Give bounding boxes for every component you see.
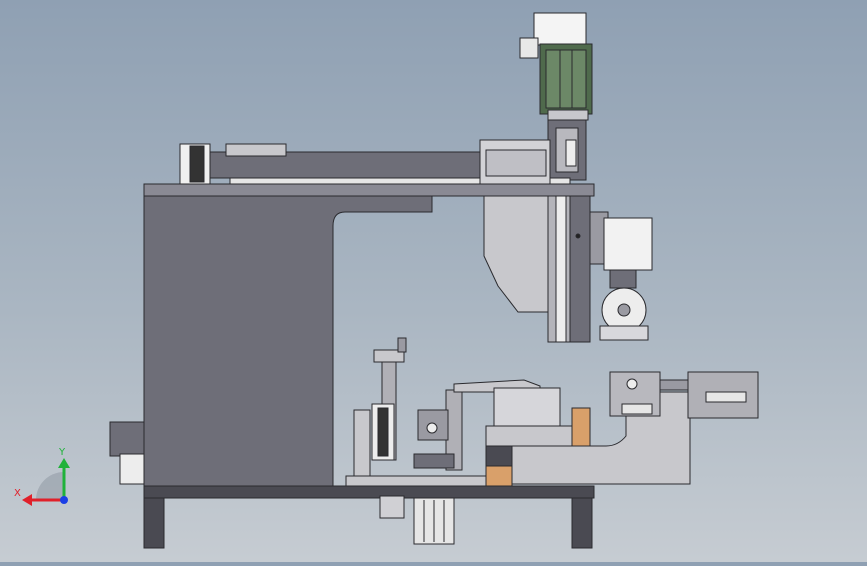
right-arm xyxy=(511,371,759,485)
side-motor-wheel xyxy=(589,211,653,341)
center-block xyxy=(485,387,591,487)
top-servo-motor xyxy=(519,12,593,121)
z-axis-slide xyxy=(483,195,591,343)
base-plate xyxy=(143,475,595,499)
x-axis-label: X xyxy=(14,488,21,499)
axis-triad: Y X xyxy=(14,447,70,506)
main-frame xyxy=(143,183,595,489)
y-axis-label: Y xyxy=(58,447,66,458)
left-guide-assembly xyxy=(353,337,407,477)
z-axis-coupler xyxy=(547,119,587,181)
legs xyxy=(143,495,593,549)
top-linear-module xyxy=(179,139,571,185)
side-box xyxy=(109,421,145,485)
